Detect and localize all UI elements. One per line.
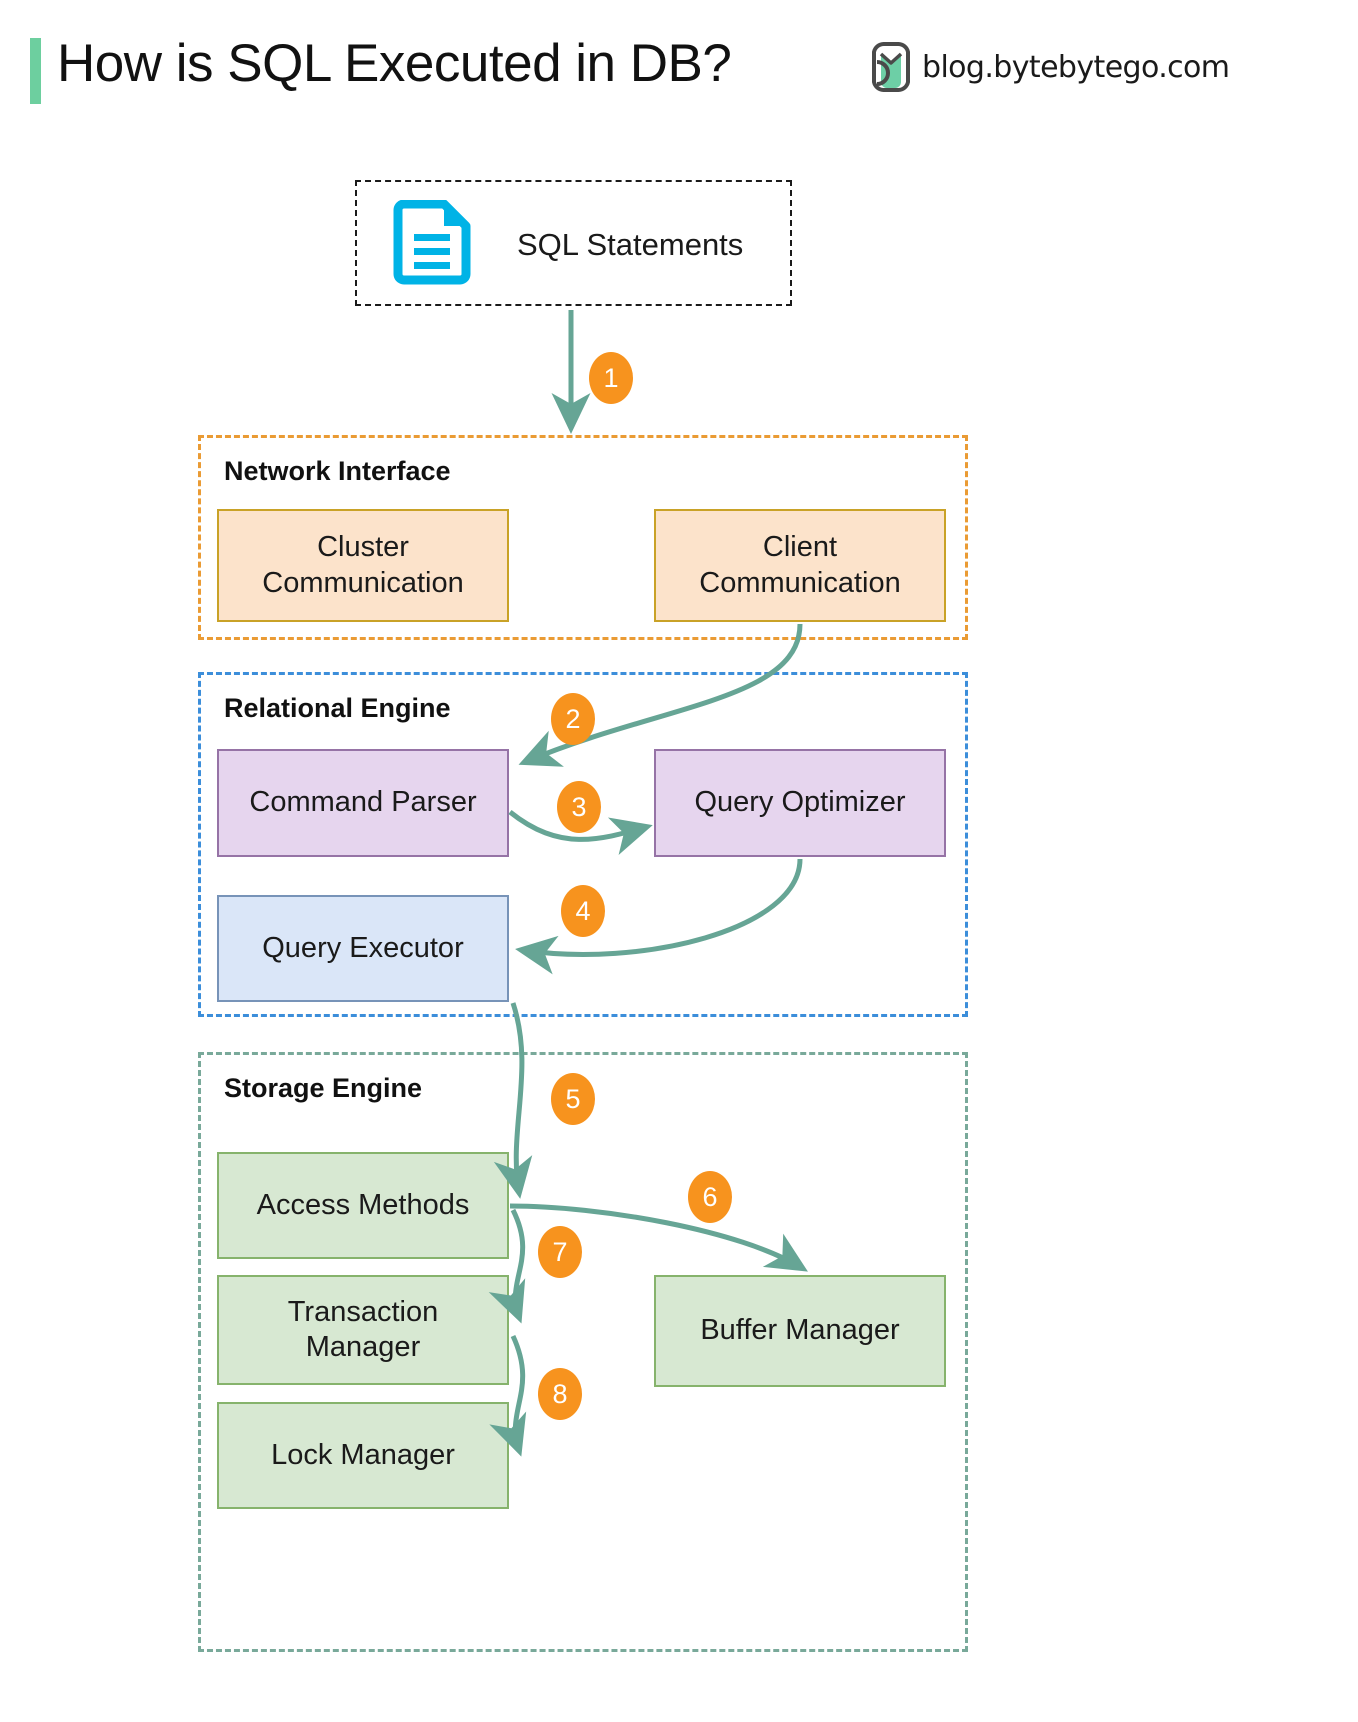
node-access-methods[interactable]: Access Methods <box>217 1152 509 1259</box>
step-badge-6: 6 <box>688 1171 732 1223</box>
node-query-optimizer[interactable]: Query Optimizer <box>654 749 946 857</box>
page-title: How is SQL Executed in DB? <box>57 34 732 93</box>
sql-statements-label: SQL Statements <box>517 227 744 262</box>
sql-statements-source: SQL Statements <box>355 180 792 306</box>
brand-url: blog.bytebytego.com <box>922 49 1230 85</box>
group-storage-engine: Storage Engine <box>198 1052 968 1652</box>
group-title-storage-engine: Storage Engine <box>224 1073 423 1103</box>
node-query-executor[interactable]: Query Executor <box>217 895 509 1002</box>
page-header: How is SQL Executed in DB? blog.bytebyte… <box>0 0 1358 130</box>
step-badge-3: 3 <box>557 781 601 833</box>
document-lines-icon <box>393 200 471 285</box>
group-title-network-interface: Network Interface <box>224 456 451 486</box>
step-badge-1: 1 <box>589 352 633 404</box>
group-title-relational-engine: Relational Engine <box>224 693 451 723</box>
brand-watermark: blog.bytebytego.com <box>868 42 1230 92</box>
node-buffer-manager[interactable]: Buffer Manager <box>654 1275 946 1387</box>
step-badge-2: 2 <box>551 693 595 745</box>
title-accent-bar <box>30 38 41 104</box>
bytebytego-logo-icon <box>872 42 910 92</box>
node-lock-manager[interactable]: Lock Manager <box>217 1402 509 1509</box>
step-badge-5: 5 <box>551 1073 595 1125</box>
step-badge-8: 8 <box>538 1368 582 1420</box>
step-badge-4: 4 <box>561 885 605 937</box>
step-badge-7: 7 <box>538 1226 582 1278</box>
node-command-parser[interactable]: Command Parser <box>217 749 509 857</box>
